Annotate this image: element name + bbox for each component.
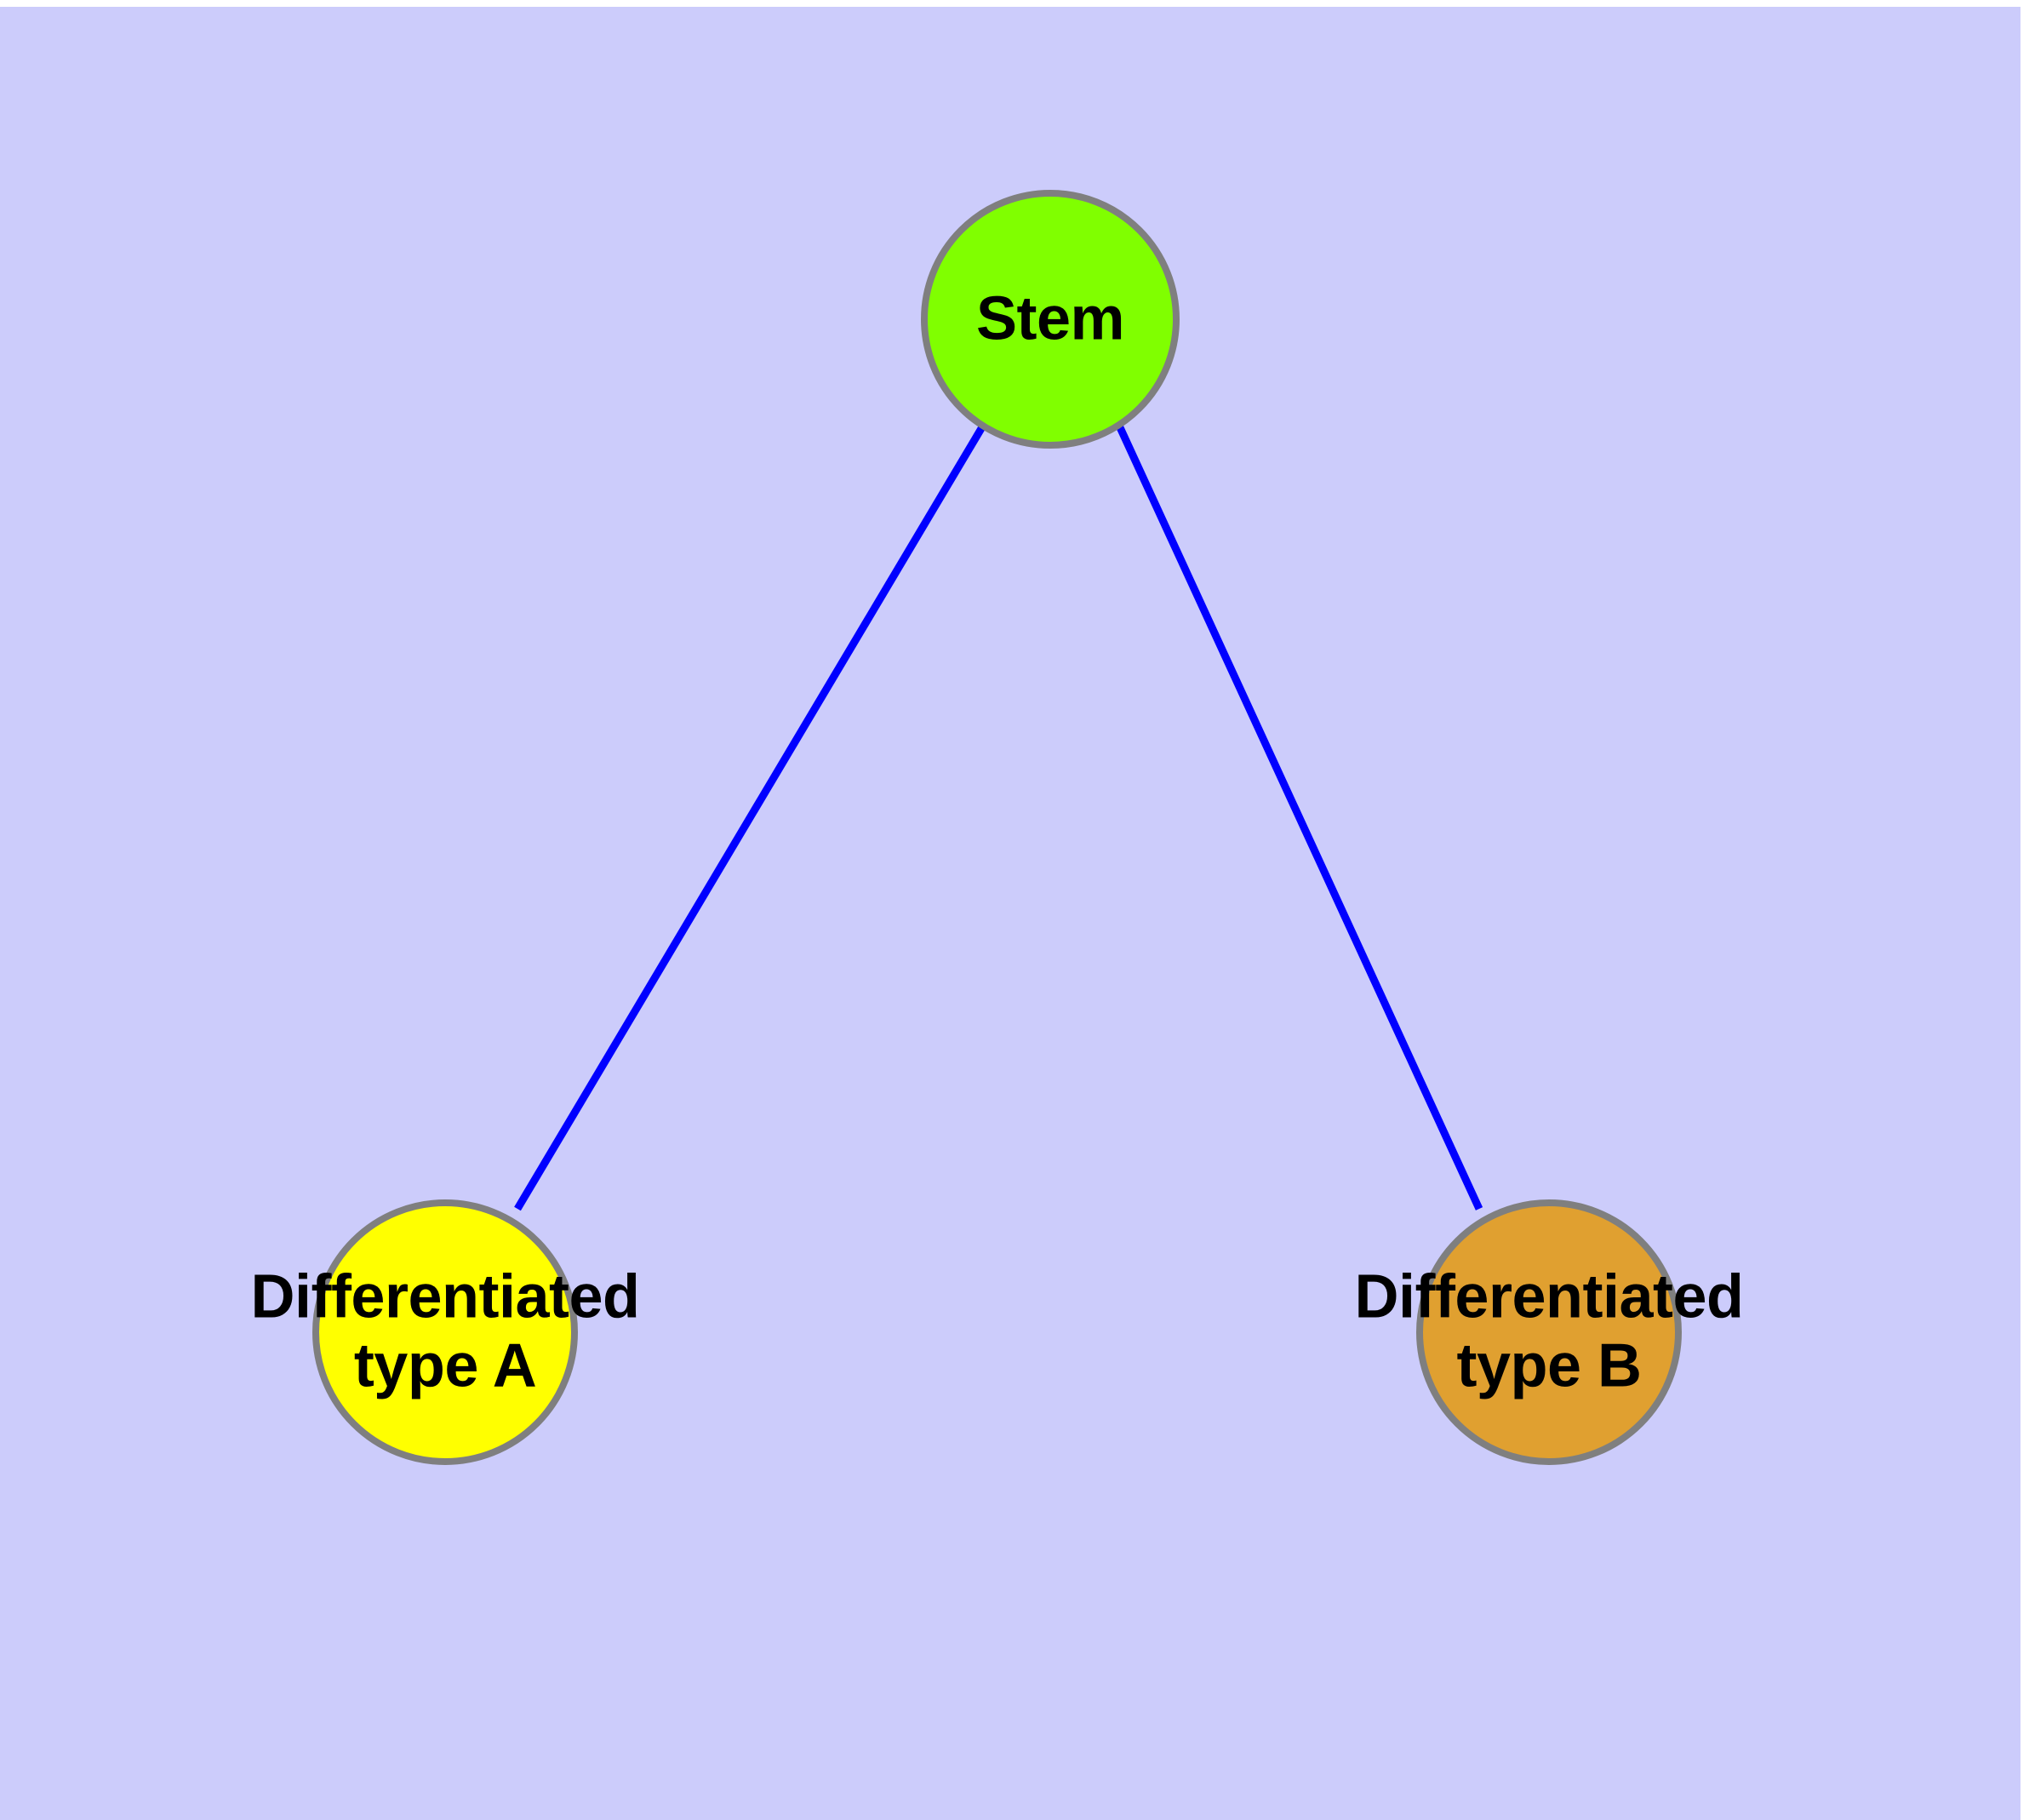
edge-stem-diff_a [514, 423, 986, 1211]
edges-layer [514, 423, 1483, 1211]
edge-stem-diff_b [1115, 424, 1483, 1210]
node-stem[interactable] [921, 190, 1180, 449]
node-diff_a[interactable] [312, 1199, 578, 1465]
nodes-layer [312, 190, 1682, 1465]
node-diff_b[interactable] [1416, 1199, 1682, 1465]
